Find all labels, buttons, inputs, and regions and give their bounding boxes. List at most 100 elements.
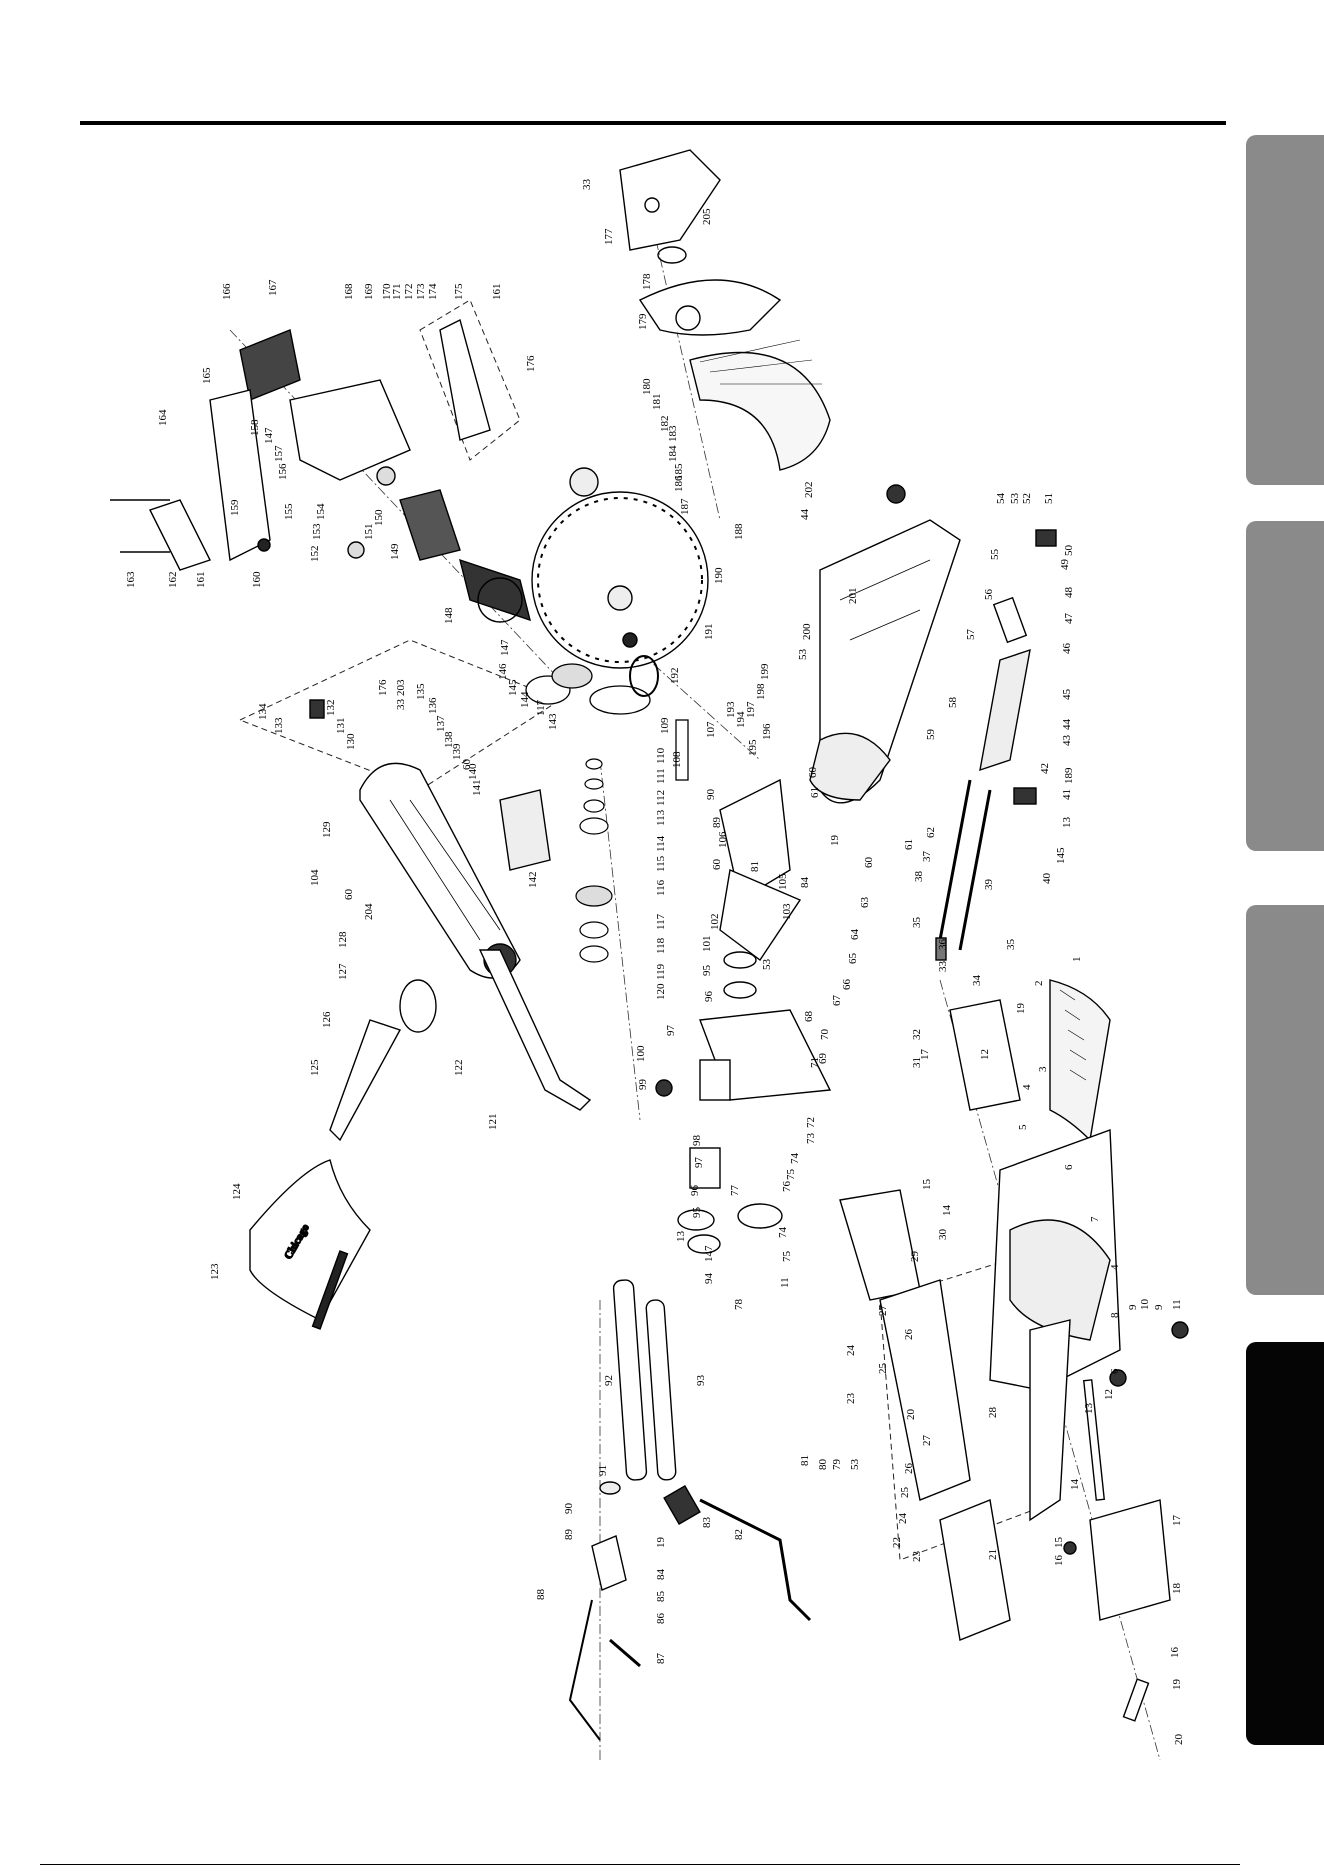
bearing-1 [376,466,396,486]
part-number-label: 37 [921,851,933,863]
part-number-label: 66 [841,979,853,991]
part-number-label: 97 [693,1157,705,1169]
part-number-label: 55 [989,549,1001,561]
part-number-label: 199 [759,663,771,680]
part-number-label: 19 [1171,1679,1183,1691]
part-number-label: 22 [891,1537,903,1548]
part-number-label: 129 [321,821,333,838]
part-number-label: 117 [655,913,667,930]
part-number-label: 177 [603,228,615,245]
guard-hub [675,305,701,331]
part-number-label: 196 [761,723,773,740]
part-number-label: 163 [125,571,137,588]
part-number-label: 96 [689,1185,701,1197]
part-number-label: 16 [1053,1555,1065,1567]
part-number-label: 174 [427,283,439,300]
part-number-label: 20 [1173,1734,1185,1746]
part-number-label: 103 [781,903,793,920]
d-handle [149,499,211,571]
part-number-label: 13 [1061,817,1073,829]
part-number-label: 188 [733,523,745,540]
rail-39 [958,789,992,951]
part-number-label: 119 [655,963,667,980]
knob-52 [1035,529,1057,547]
arbor-gear [551,663,593,689]
part-number-label: 60 [807,767,819,779]
part-number-label: 158 [249,419,261,436]
slide-rail-group-box [879,1249,1061,1561]
part-number-label: 8 [1109,1312,1121,1318]
part-number-label: 36 [937,939,949,951]
motor-end-cap [239,329,301,401]
part-number-label: 14 [941,1205,953,1217]
part-number-label: 50 [1063,545,1075,557]
part-number-label: 7 [1089,1216,1101,1222]
wrench-87 [609,1638,641,1668]
guard-plate-hole [644,197,660,213]
part-number-label: 99 [637,1079,649,1091]
part-number-label: 60 [461,759,473,771]
dust-port [399,979,437,1033]
part-number-label: 204 [363,903,375,920]
part-number-label: 180 [641,378,653,395]
motor-assembly [110,318,531,623]
armature-fan [477,577,523,623]
part-number-label: 72 [805,1117,817,1128]
part-number-label: 79 [831,1459,843,1471]
arm-cover-ribs [389,799,501,941]
part-number-label: 60 [863,857,875,869]
turntable [1009,1219,1111,1341]
part-number-label: 69 [817,1053,829,1065]
pin-19 [1122,1678,1150,1722]
part-number-label: 125 [309,1059,321,1076]
section-tab-4-active[interactable] [1246,1342,1324,1745]
part-number-label: 154 [315,503,327,520]
part-number-label: 51 [1043,493,1055,504]
section-tab-1[interactable] [1246,135,1324,485]
part-number-label: 126 [321,1011,333,1028]
part-number-label: 107 [705,721,717,738]
assembly-group-outlines [238,299,1061,1561]
section-tab-3[interactable] [1246,905,1324,1295]
part-number-label: 15 [921,1179,933,1191]
part-number-label: 4 [1109,1264,1121,1270]
part-number-label: 11 [779,1277,791,1288]
bearing-117 [579,921,609,939]
lower-blade-guard [689,351,831,471]
part-number-label: 143 [547,713,559,730]
part-number-label: 138 [443,731,455,748]
part-number-label: 48 [1063,587,1075,599]
part-number-label: 96 [703,991,715,1003]
dust-bag-zipper [311,1250,349,1330]
part-number-label: 145 [507,679,519,696]
part-number-label: 84 [799,877,811,889]
tilt-arm [719,869,802,962]
part-number-label: 85 [655,1591,667,1603]
part-number-label: 147 [263,427,275,444]
part-number-label: 13 [675,1231,687,1243]
part-number-label: 38 [913,871,925,883]
saw-blade-disc [531,491,709,669]
part-number-label: 171 [391,284,403,301]
part-number-label: 86 [655,1613,667,1625]
part-number-label: 116 [655,879,667,896]
part-number-label: 98 [691,1135,703,1147]
part-number-label: 185 [673,463,685,480]
part-number-label: 110 [655,747,667,764]
section-tab-2[interactable] [1246,521,1324,851]
part-number-label: 120 [655,983,667,1000]
bevel-washer [677,1209,715,1231]
bearing-111 [584,778,604,790]
part-number-label: 148 [443,607,455,624]
pivot-bracket [719,778,791,902]
part-number-label: 111 [655,768,667,784]
part-number-label: 205 [701,208,713,225]
part-number-label: 159 [229,499,241,516]
dust-collection: Chicago [249,949,592,1330]
part-number-label: 53 [761,959,773,971]
part-number-label: 24 [845,1345,857,1357]
part-number-label: 34 [971,975,983,987]
part-number-label: 122 [453,1060,465,1077]
part-number-label: 87 [655,1653,667,1665]
part-number-label: 161 [195,572,207,589]
